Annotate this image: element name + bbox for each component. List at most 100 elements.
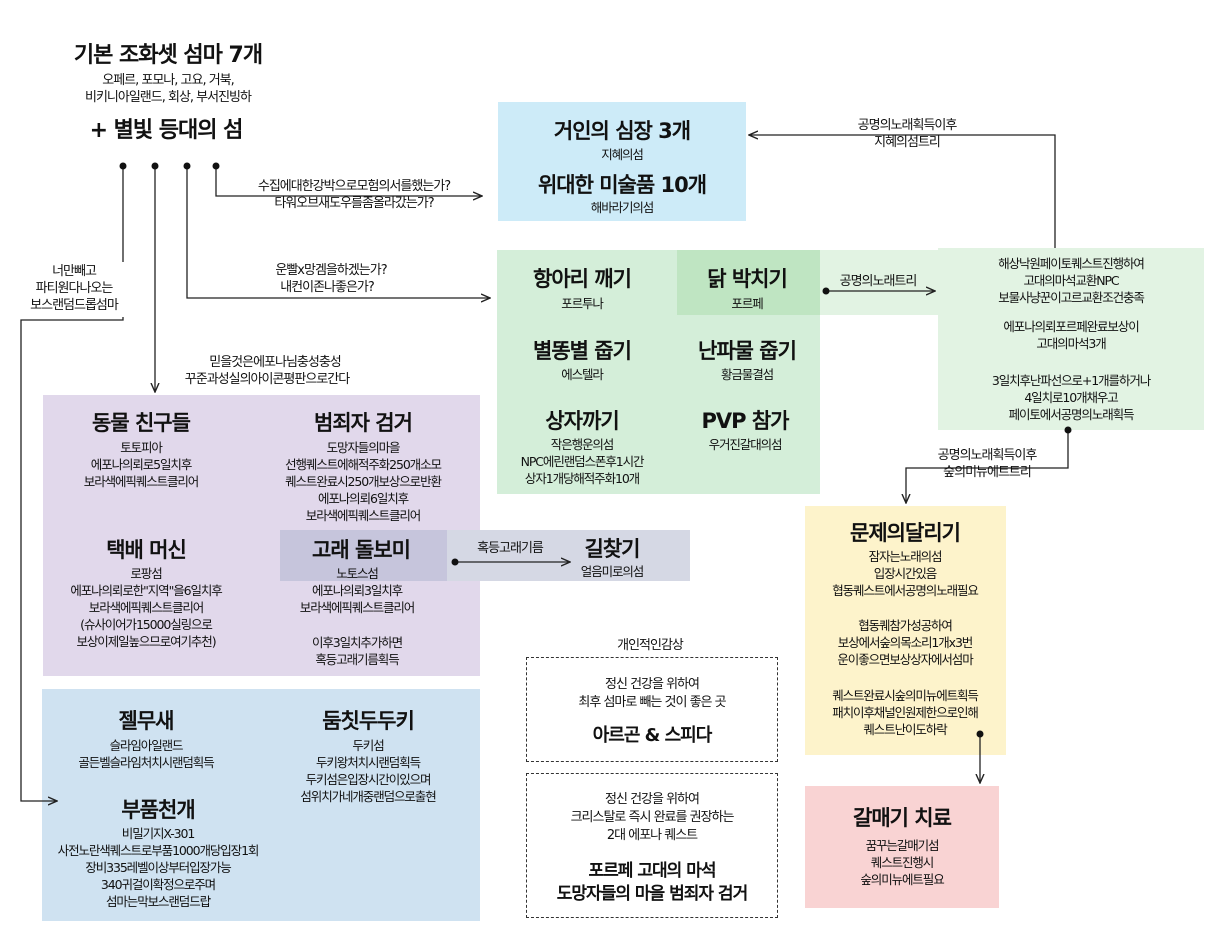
green-b-title: 닭 박치기 [707,267,788,291]
purple-b4: 에포나의뢰6일치후 [317,491,409,506]
yellow-l9: 퀘스트난이도하락 [863,722,947,737]
lightblue-b1: 두키섬 [352,738,384,753]
label-q1a: 수집에대한강박으로모험의서를했는가? [257,179,451,194]
right-green-l5: 고대의마석3개 [1036,336,1106,351]
lightblue-box [42,689,480,921]
purple-c1: 로팡섬 [130,566,162,581]
gray-title: 길찾기 [584,537,641,561]
yellow-l2: 입장시간있음 [873,566,938,581]
green-f-title: PVP 참가 [701,409,790,433]
green-b-sub: 포르페 [731,296,763,311]
lightblue-c-title: 부품천개 [121,798,195,822]
personal-box1-title: 아르곤 & 스피다 [592,725,713,746]
purple-a2: 에포나의뢰로5일치후 [90,457,193,472]
label-q4b: 파티원다나오는 [35,281,114,296]
purple-d4: 이후3일치추가하면 [311,635,403,650]
purple-a1: 토토피아 [120,440,163,455]
yellow-title: 문제의달리기 [850,521,961,545]
green-e-sub1: 작은행운의섬 [550,437,615,452]
blue-item2-title: 위대한 미술품 10개 [537,173,707,197]
island-list-2: 비키니아일랜드, 회상, 부서진빙하 [85,90,252,105]
green-a-sub: 포르투나 [561,296,604,311]
purple-a-title: 동물 친구들 [92,411,191,435]
green-e-title: 상자까기 [545,409,619,433]
right-green-box [938,248,1204,430]
yellow-l3: 협동퀘스트에서공명의노래필요 [832,583,979,598]
green-highlight [677,250,820,315]
lightblue-a-title: 젤무새 [118,709,175,733]
pink-l1: 꿈꾸는갈매기섬 [865,838,940,853]
green-c-title: 별똥별 줍기 [533,339,632,363]
right-green-l8: 페이토에서공명의노래획득 [1008,407,1135,422]
gray-highlight [280,530,447,581]
label-q4a: 너만빼고 [52,264,97,279]
purple-c3: 보라색에픽퀘스트클리어 [88,600,205,615]
label-wisdom-1: 공명의노래획득이후 [857,118,958,133]
lightblue-b-title: 둠칫두두키 [322,709,415,733]
island-list-1: 오페르, 포모나, 고요, 거북, [102,73,235,88]
lightblue-b4: 섬위치가네개중랜덤으로출현 [300,789,436,804]
purple-b5: 보라색에픽퀘스트클리어 [305,508,422,523]
purple-a3: 보라색에픽퀘스트클리어 [83,474,200,489]
lightblue-b3: 두키섬은입장시간이있으며 [305,772,432,787]
purple-d2: 에포나의뢰3일치후 [311,583,403,598]
purple-b2: 선행퀘스트에해적주화250개소모 [285,457,442,472]
personal-box2-t2: 도망자들의 마을 범죄자 검거 [556,884,748,904]
purple-c5: 보상이제일높으므로여기추천) [76,634,217,649]
yellow-l7: 퀘스트완료시숲의미뉴에트획득 [832,688,979,703]
purple-d1: 노토스섬 [336,566,379,581]
green-d-title: 난파물 줍기 [698,339,797,363]
green-e-sub3: 상자1개당해적주화10개 [524,471,640,486]
yellow-l6: 운이좋으면보상상자에서섬마 [837,652,973,667]
lightblue-c4: 340귀걸이확정으로주며 [100,877,216,892]
lightblue-b2: 두키왕처치시랜덤획득 [315,755,421,770]
pink-l3: 숲의미뉴에트필요 [860,872,944,887]
purple-d5: 혹등고래기름획득 [315,652,399,667]
purple-c-title: 택배 머신 [106,538,187,562]
personal-header: 개인적인감상 [617,638,684,653]
plus-island: + 별빛 등대의 섬 [89,118,244,143]
label-forest-2: 숲의미뉴에트트리 [943,465,1032,480]
green-a-title: 항아리 깨기 [533,267,632,291]
personal-box2-l2: 크리스탈로 즉시 완료를 권장하는 [570,810,735,825]
green-c-sub: 에스텔라 [561,367,604,382]
title: 기본 조화셋 섬마 7개 [73,43,263,68]
right-green-l3: 보물사냥꾼이고르교환조건충족 [998,290,1145,305]
green-f-sub: 우거진갈대의섬 [708,437,783,452]
personal-box2-l3: 2대 에포나 퀘스트 [606,828,698,843]
label-wisdom-2: 지혜의섬트리 [874,135,941,150]
purple-b-title: 범죄자 검거 [314,411,413,435]
pink-box [805,786,999,908]
label-whale: 혹등고래기름 [477,541,544,556]
personal-box1-l1: 정신 건강을 위하여 [605,677,700,692]
right-green-l4: 에포나의뢰포르페완료보상이 [1003,319,1139,334]
personal-box-1 [526,657,778,762]
label-q1b: 타워오브새도우를좀올라갔는가? [274,196,434,211]
label-q4c: 보스랜덤드롭섬마 [30,298,119,313]
personal-box2-l1: 정신 건강을 위하여 [605,792,700,807]
green-band [820,250,938,315]
lightblue-c1: 비밀기지X-301 [121,826,196,841]
lightblue-c5: 섬마는막보스랜덤드랍 [105,894,211,909]
purple-c4: (슈사이어가15000실링으로 [80,617,213,632]
purple-d3: 보라색에픽퀘스트클리어 [299,600,416,615]
label-q2a: 운빨x망겜을하겠는가? [275,263,387,278]
blue-item1-title: 거인의 심장 3개 [553,119,691,143]
right-green-l1: 해상낙원페이토퀘스트진행하여 [998,256,1145,271]
green-e-sub2: NPC에린랜덤스폰후1시간 [520,454,645,469]
gray-sub: 얼음미로의섬 [580,564,645,579]
yellow-l1: 잠자는노래의섬 [868,549,943,564]
yellow-l5: 보상에서숲의목소리1개x3번 [837,635,974,650]
blue-item1-sub: 지혜의섬 [601,147,644,162]
label-q3a: 믿을것은에포나님충성충성 [209,355,342,370]
right-green-l6: 3일치후난파선으로+1개를하거나 [991,373,1151,388]
purple-b1: 도망자들의마을 [326,440,401,455]
green-d-sub: 황금물결섬 [720,367,774,382]
purple-c2: 에포나의뢰로한"지역"을6일치후 [70,583,222,598]
purple-d-title: 고래 돌보미 [312,538,411,562]
blue-item2-sub: 해바라기의섬 [590,200,655,215]
pink-l2: 퀘스트진행시 [870,855,935,870]
label-q2b: 내컨이존나좋은가? [280,280,375,295]
lightblue-c2: 사전노란색퀘스트로부품1000개당입장1회 [57,843,260,858]
lightblue-a1: 슬라임아일랜드 [109,738,184,753]
